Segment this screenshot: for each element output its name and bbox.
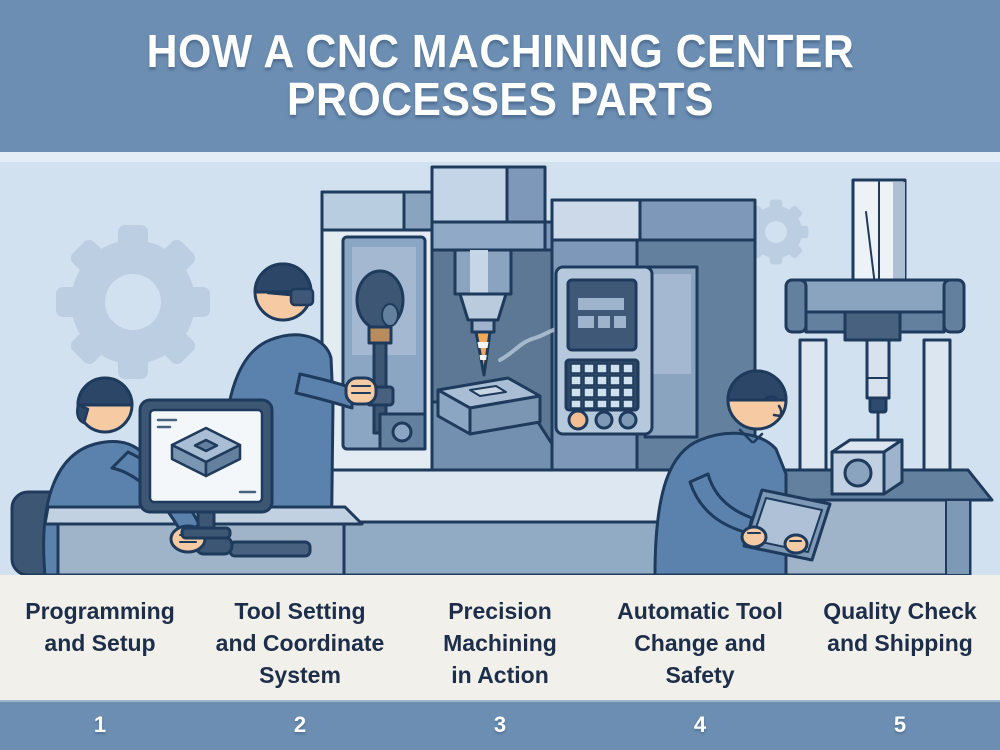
cnc-process-illustration: [0, 152, 1000, 575]
control-screen: [566, 278, 638, 352]
step-3-label: Precision Machining in Action: [443, 598, 557, 689]
step-3-number: 3: [493, 712, 507, 737]
cad-3d-part: [170, 426, 242, 478]
tool-setting-arm: [355, 269, 427, 451]
spindle-and-tool: [453, 248, 562, 377]
keyboard: [228, 540, 312, 558]
cmm-crossbeam: [784, 278, 966, 314]
coordinate-measuring-machine: [744, 178, 994, 575]
panel-button: [618, 410, 638, 430]
step-4-label: Automatic Tool Change and Safety: [617, 598, 783, 689]
hand: [740, 525, 768, 549]
page-title: HOW A CNC MACHINING CENTER PROCESSES PAR…: [146, 25, 854, 125]
step-1-label: Programming and Setup: [25, 598, 175, 657]
operator-with-tablet: [653, 369, 832, 575]
hair: [253, 262, 313, 294]
step-1: Programming and Setup: [0, 575, 200, 700]
hair: [726, 369, 788, 402]
gear-icon: [56, 225, 210, 379]
step-4-number: 4: [693, 712, 707, 737]
workpiece: [436, 376, 542, 436]
step-3: Precision Machining in Action: [400, 575, 600, 700]
step-5-label: Quality Check and Shipping: [823, 598, 977, 657]
step-2-label: Tool Setting and Coordinate System: [215, 598, 385, 689]
step-numbers-bar: 1 2 3 4 5: [0, 700, 1000, 750]
step-5: Quality Check and Shipping: [800, 575, 1000, 700]
step-1-number: 1: [93, 712, 107, 737]
step-2-number: 2: [293, 712, 307, 737]
face-details: [764, 395, 783, 418]
cnc-control-panel: [554, 265, 654, 436]
panel-button: [594, 410, 614, 430]
measured-part: [830, 438, 904, 496]
hand: [783, 533, 809, 555]
cmm-carriage: [843, 310, 902, 342]
smoke-wisp: [498, 326, 562, 362]
step-5-number: 5: [893, 712, 907, 737]
cad-text-lines: [156, 418, 257, 494]
collar: [738, 428, 764, 444]
illustration-scene: [0, 152, 1000, 575]
arm: [294, 372, 354, 410]
step-4: Automatic Tool Change and Safety: [600, 575, 800, 700]
glasses-icon: [289, 287, 315, 307]
cmm-probe-body: [865, 338, 891, 400]
cmm-left-post: [798, 338, 828, 472]
scene-top-highlight: [0, 152, 1000, 162]
hand: [344, 376, 378, 406]
header-banner: HOW A CNC MACHINING CENTER PROCESSES PAR…: [0, 0, 1000, 152]
step-labels-strip: Programming and Setup Tool Setting and C…: [0, 575, 1000, 700]
cmm-right-post: [922, 338, 952, 472]
hair: [76, 376, 134, 407]
control-keypad: [564, 358, 640, 412]
start-button: [567, 409, 589, 431]
step-2: Tool Setting and Coordinate System: [200, 575, 400, 700]
cad-monitor: [138, 398, 274, 540]
